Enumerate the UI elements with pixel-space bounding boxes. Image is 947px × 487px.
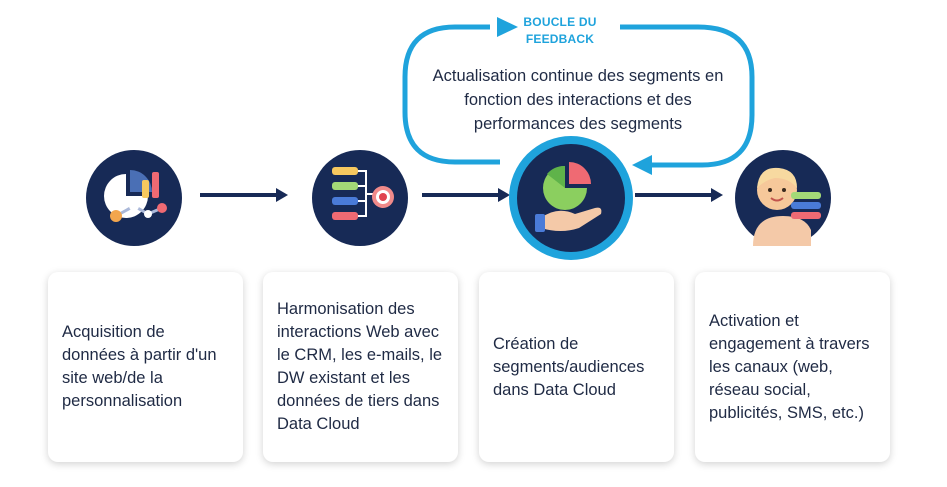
step-2-card: Harmonisation des interactions Web avec …: [263, 272, 458, 462]
step-1-circle: [86, 150, 182, 246]
step-2-circle: [312, 150, 408, 246]
step-3-text: Création de segments/audiences dans Data…: [493, 334, 645, 399]
person-engagement-icon: [753, 167, 821, 246]
step-4-text: Activation et engagement à travers les c…: [709, 311, 870, 422]
arrow-step3-to-step4: [635, 188, 723, 202]
feedback-arrowhead-right: [632, 155, 652, 175]
analytics-chart-icon: [104, 170, 167, 222]
feedback-arrowhead-top: [497, 17, 518, 37]
step-4-card: Activation et engagement à travers les c…: [695, 272, 890, 462]
arrow-step1-to-step2: [200, 188, 288, 202]
step-1-card: Acquisition de données à partir d'un sit…: [48, 272, 243, 462]
segment-pie-hand-icon: [535, 162, 602, 232]
step-3-circle: [517, 144, 625, 252]
feedback-loop-left: [402, 24, 500, 165]
arrow-step2-to-step3: [422, 188, 510, 202]
feedback-title-line1: BOUCLE DU: [523, 15, 597, 29]
feedback-loop-right: [620, 24, 755, 168]
step-1-text: Acquisition de données à partir d'un sit…: [62, 323, 217, 410]
feedback-title-line2: FEEDBACK: [525, 32, 595, 46]
data-harmonization-icon: [332, 167, 394, 220]
step-2-text: Harmonisation des interactions Web avec …: [277, 300, 443, 433]
step-3-card: Création de segments/audiences dans Data…: [479, 272, 674, 462]
step-4-circle: [735, 150, 831, 246]
feedback-loop-title: BOUCLE DU FEEDBACK: [505, 14, 615, 48]
feedback-loop-description: Actualisation continue des segments en f…: [432, 67, 724, 133]
